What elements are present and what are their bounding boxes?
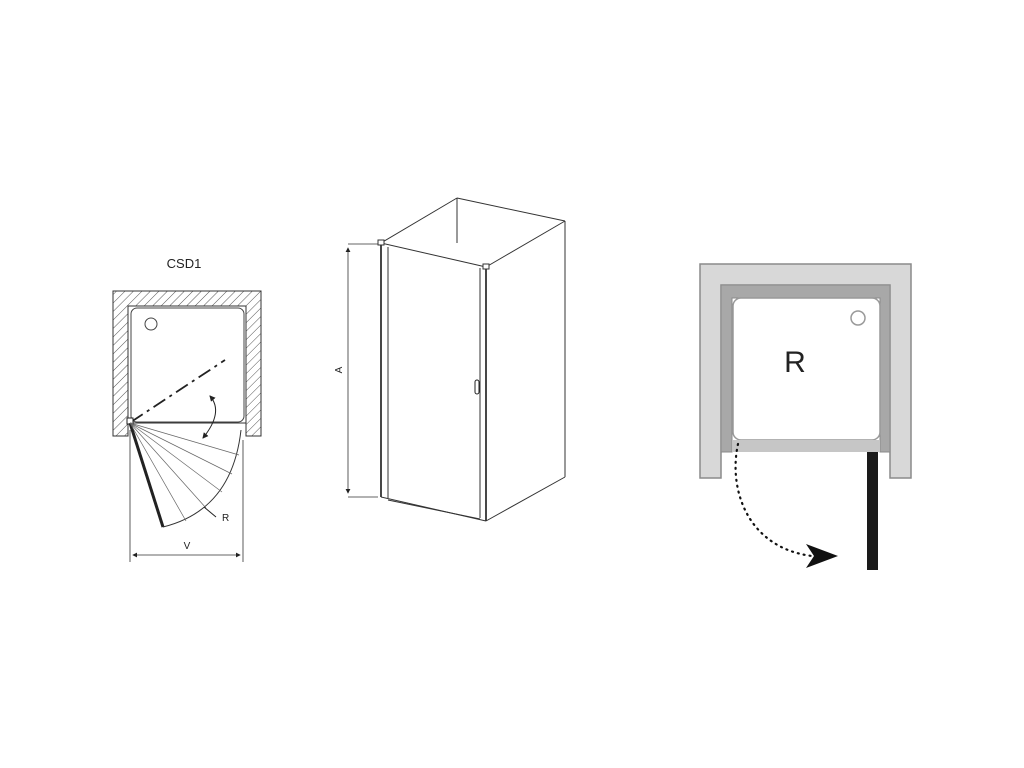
swing-radials [129, 422, 240, 522]
width-label: V [184, 541, 191, 552]
shower-tray-outline [130, 307, 245, 423]
door-profile-bar [867, 452, 878, 570]
rotation-arrow-icon [202, 395, 217, 439]
arrowhead-icon [806, 544, 838, 568]
height-label: A [334, 366, 345, 373]
orientation-side-label: R [784, 346, 806, 379]
door-swing-arc [162, 429, 242, 528]
plan-walls [112, 290, 262, 437]
drain-icon [144, 317, 158, 331]
opening-direction-arrow [734, 442, 814, 558]
orientation-view: R [699, 263, 912, 570]
drain-icon-large [850, 310, 866, 326]
radius-label: R [222, 513, 229, 524]
hinge-bottom-icon [482, 263, 490, 270]
door-handle-icon [474, 379, 480, 395]
model-label: CSD1 [167, 256, 202, 271]
closed-door-axis [130, 359, 226, 423]
open-door-leaf [128, 422, 165, 528]
tray-front-edge [733, 440, 880, 452]
radius-pointer [203, 506, 217, 518]
width-dimension [129, 430, 244, 562]
plan-view: CSD1 R [112, 256, 262, 562]
elevation-view [345, 197, 566, 522]
tray-frame [720, 284, 891, 453]
hinge-top-icon [377, 239, 385, 246]
